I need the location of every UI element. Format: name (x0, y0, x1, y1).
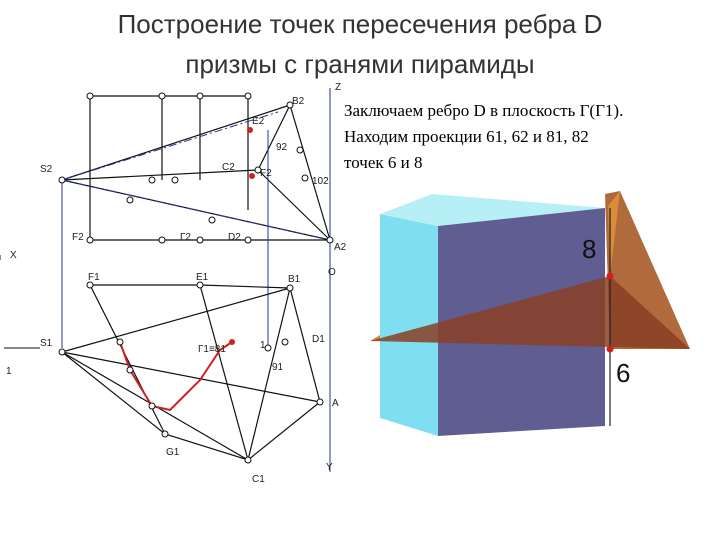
title-line-2: призмы с гранями пирамиды (185, 49, 535, 79)
label-y: Y (326, 462, 333, 473)
page-title: Построение точек пересечения ребра D при… (0, 4, 720, 84)
label-z: Z (335, 82, 341, 93)
label-1: 1 (260, 340, 266, 351)
link-lines (61, 88, 331, 472)
points (58, 92, 334, 464)
model-3d: 8 6 (370, 191, 690, 436)
axis-lines (0, 255, 40, 349)
label-f2: F2 (72, 232, 84, 243)
prism-frontal-projection (89, 95, 330, 241)
title-line-1: Построение точек пересечения ребра D (117, 9, 603, 39)
label-d1: D1 (312, 334, 325, 345)
label-a2: A2 (334, 242, 347, 253)
label-b2: B2 (292, 96, 305, 107)
red-points (229, 127, 255, 345)
label-gamma2: Г2 (180, 232, 191, 243)
label-x: X (10, 250, 17, 261)
label-9-1: 91 (272, 362, 284, 373)
label-s2: S2 (40, 164, 53, 175)
label-a: A (332, 398, 339, 409)
prism-top-face (380, 194, 605, 226)
label-e1: E1 (196, 272, 209, 283)
label-10-2: 102 (312, 176, 329, 187)
label-e2: E2 (252, 116, 265, 127)
plane-gamma-trace (61, 111, 331, 241)
label-f2-prime: F2 (260, 168, 272, 179)
description-line-1: Заключаем ребро D в плоскость Г(Г1). (344, 101, 624, 120)
pyramid-frontal-projection (61, 104, 331, 241)
label-b1: B1 (288, 274, 301, 285)
label-c1: C1 (252, 474, 265, 485)
point-8 (606, 272, 614, 280)
label-c2: C2 (222, 162, 235, 173)
label-d2: D2 (228, 232, 241, 243)
label-9-2: 92 (276, 142, 288, 153)
projection-drawing: Z X Y O S2 B2 E2 C2 F2 92 102 A2 F2 Г2 D… (0, 82, 347, 485)
point-6 (606, 345, 614, 353)
label-gamma1: Г1≡81 (198, 344, 226, 355)
description-text: Заключаем ребро D в плоскость Г(Г1). Нах… (344, 98, 716, 176)
label-g1: G1 (166, 447, 180, 458)
description-line-2: Находим проекции 61, 62 и 81, 82 (344, 127, 589, 146)
label-o: O (328, 267, 336, 278)
description-line-3: точек 6 и 8 (344, 153, 423, 172)
label-6: 6 (616, 358, 630, 388)
label-8: 8 (582, 234, 596, 264)
label-l1: 1 (6, 366, 12, 377)
pyramid-light-face (608, 191, 620, 276)
prism-front-face (380, 214, 438, 436)
label-s1: S1 (40, 338, 53, 349)
label-f1: F1 (88, 272, 100, 283)
